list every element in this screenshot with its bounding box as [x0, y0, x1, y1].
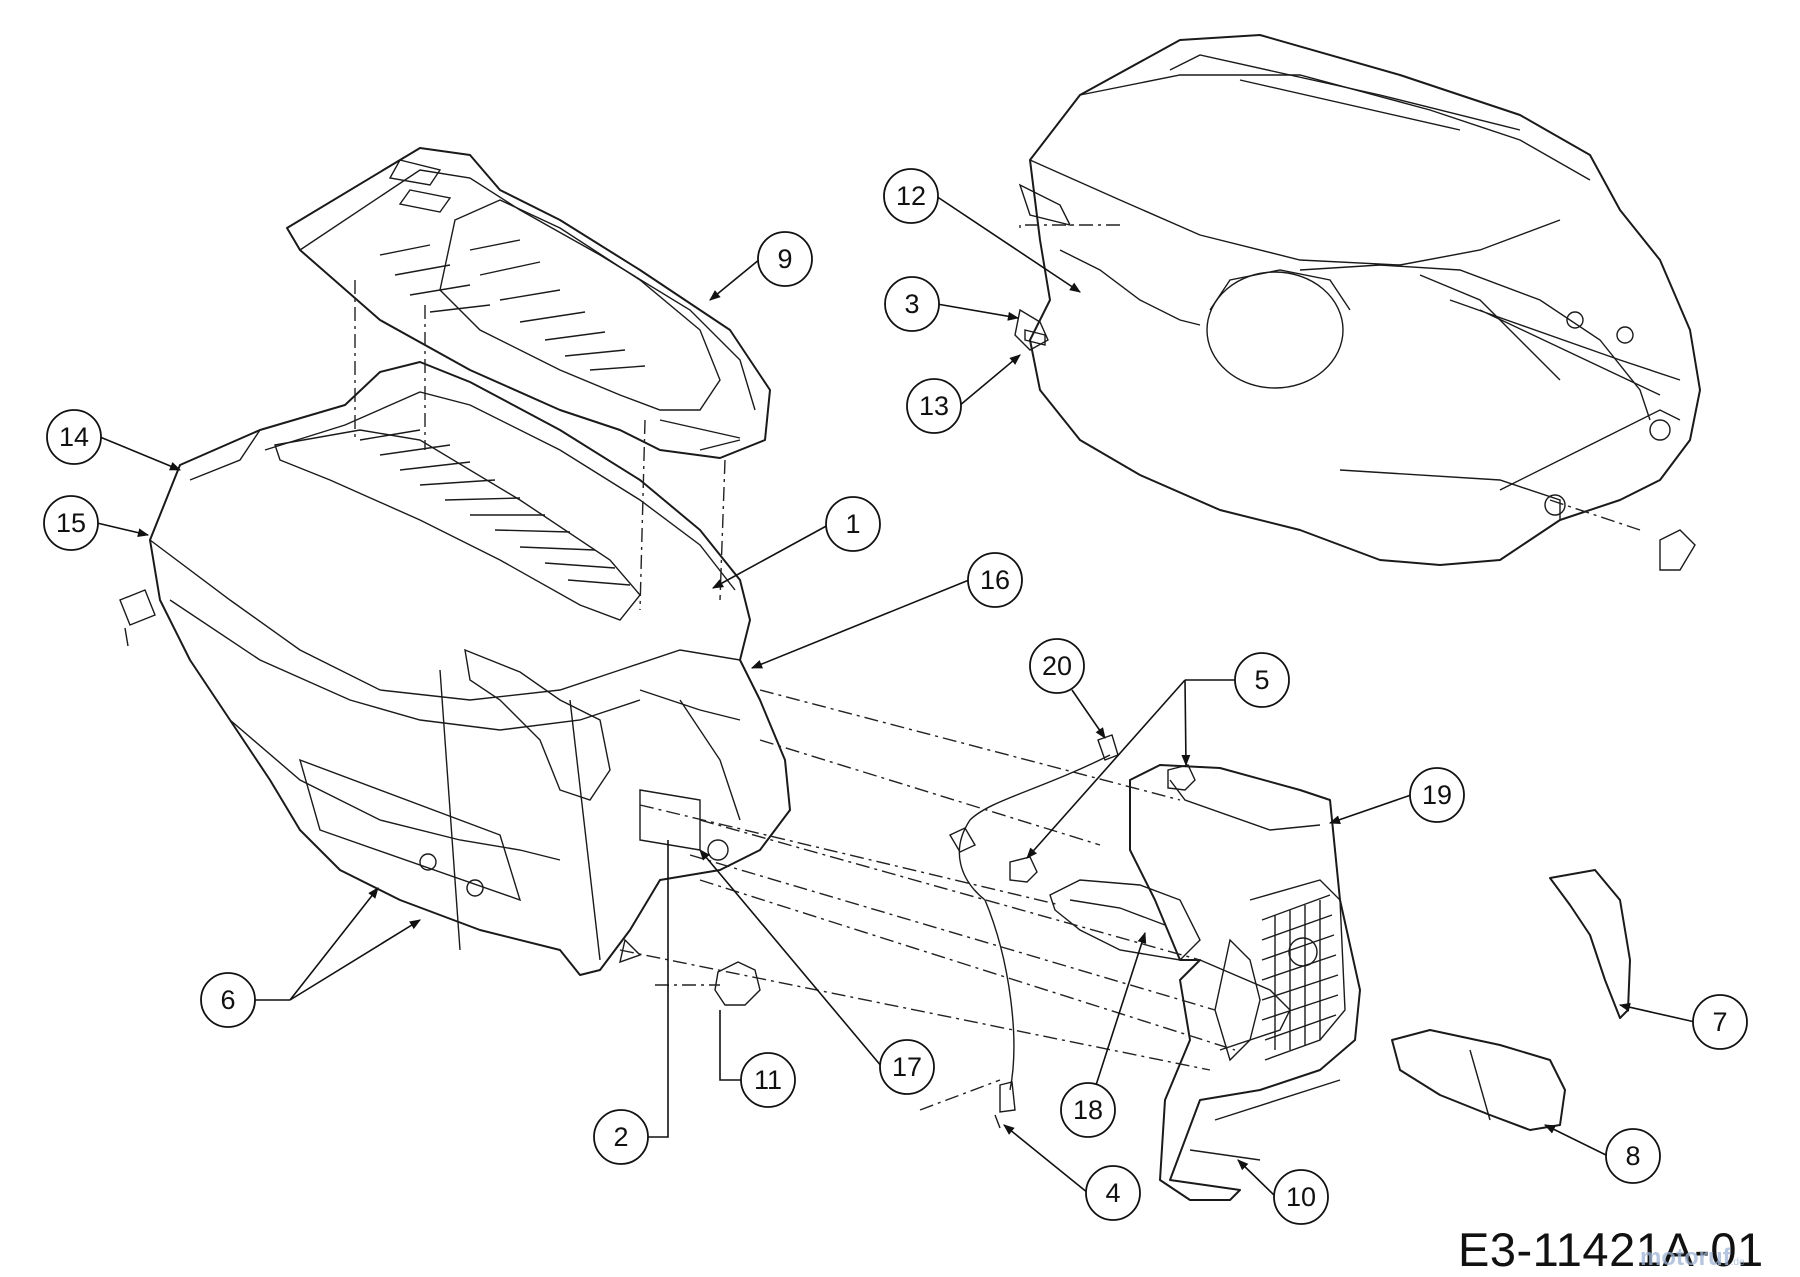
callout-12: 12: [883, 168, 939, 224]
callout-13: 13: [906, 378, 962, 434]
callout-15: 15: [43, 495, 99, 551]
svg-text:19: 19: [1422, 780, 1452, 810]
callout-6: 6: [200, 972, 256, 1028]
svg-text:12: 12: [896, 181, 926, 211]
svg-text:11: 11: [754, 1065, 782, 1095]
svg-text:1: 1: [845, 509, 860, 539]
svg-text:9: 9: [777, 244, 792, 274]
svg-text:10: 10: [1286, 1182, 1316, 1212]
side-panel-part: [1391, 869, 1631, 1131]
callout-18: 18: [1060, 1082, 1116, 1138]
callout-8: 8: [1605, 1128, 1661, 1184]
watermark-brand: motoruf: [1640, 1244, 1731, 1271]
callout-11: 11: [740, 1052, 796, 1108]
grille-mesh: [1261, 894, 1339, 1050]
callout-2: 2: [593, 1109, 649, 1165]
callout-20: 20: [1029, 638, 1085, 694]
callout-16: 16: [967, 552, 1023, 608]
hardware-parts: [714, 308, 1196, 1129]
svg-text:5: 5: [1254, 665, 1269, 695]
watermark-suffix: .de: [1730, 1257, 1745, 1268]
svg-text:14: 14: [59, 422, 89, 452]
svg-text:20: 20: [1042, 651, 1072, 681]
callout-14: 14: [46, 409, 102, 465]
svg-text:7: 7: [1712, 1007, 1727, 1037]
svg-text:8: 8: [1625, 1141, 1640, 1171]
watermark-logo: motoruf.de: [1640, 1244, 1745, 1272]
svg-text:15: 15: [56, 508, 86, 538]
hood-rear-view: [1018, 34, 1701, 571]
svg-text:6: 6: [220, 985, 235, 1015]
svg-text:3: 3: [904, 289, 919, 319]
svg-text:18: 18: [1073, 1095, 1103, 1125]
svg-text:16: 16: [980, 565, 1010, 595]
callout-1: 1: [825, 496, 881, 552]
svg-text:13: 13: [919, 391, 949, 421]
svg-text:17: 17: [892, 1052, 922, 1082]
alignment-lines: [354, 224, 1641, 1111]
svg-text:2: 2: [613, 1122, 628, 1152]
callout-4: 4: [1085, 1165, 1141, 1221]
callout-19: 19: [1409, 767, 1465, 823]
callout-9: 9: [757, 231, 813, 287]
callout-10: 10: [1273, 1169, 1329, 1225]
svg-text:4: 4: [1105, 1178, 1120, 1208]
callout-3: 3: [884, 276, 940, 332]
callout-5: 5: [1234, 652, 1290, 708]
hood-insert-part: [286, 147, 771, 459]
callout-7: 7: [1692, 994, 1748, 1050]
callouts: 1 2 3 4 5 6 7 8 9 10 11 12: [43, 168, 1748, 1225]
callout-17: 17: [879, 1039, 935, 1095]
drawing-number: E3-11421A-01: [1458, 1223, 1764, 1276]
